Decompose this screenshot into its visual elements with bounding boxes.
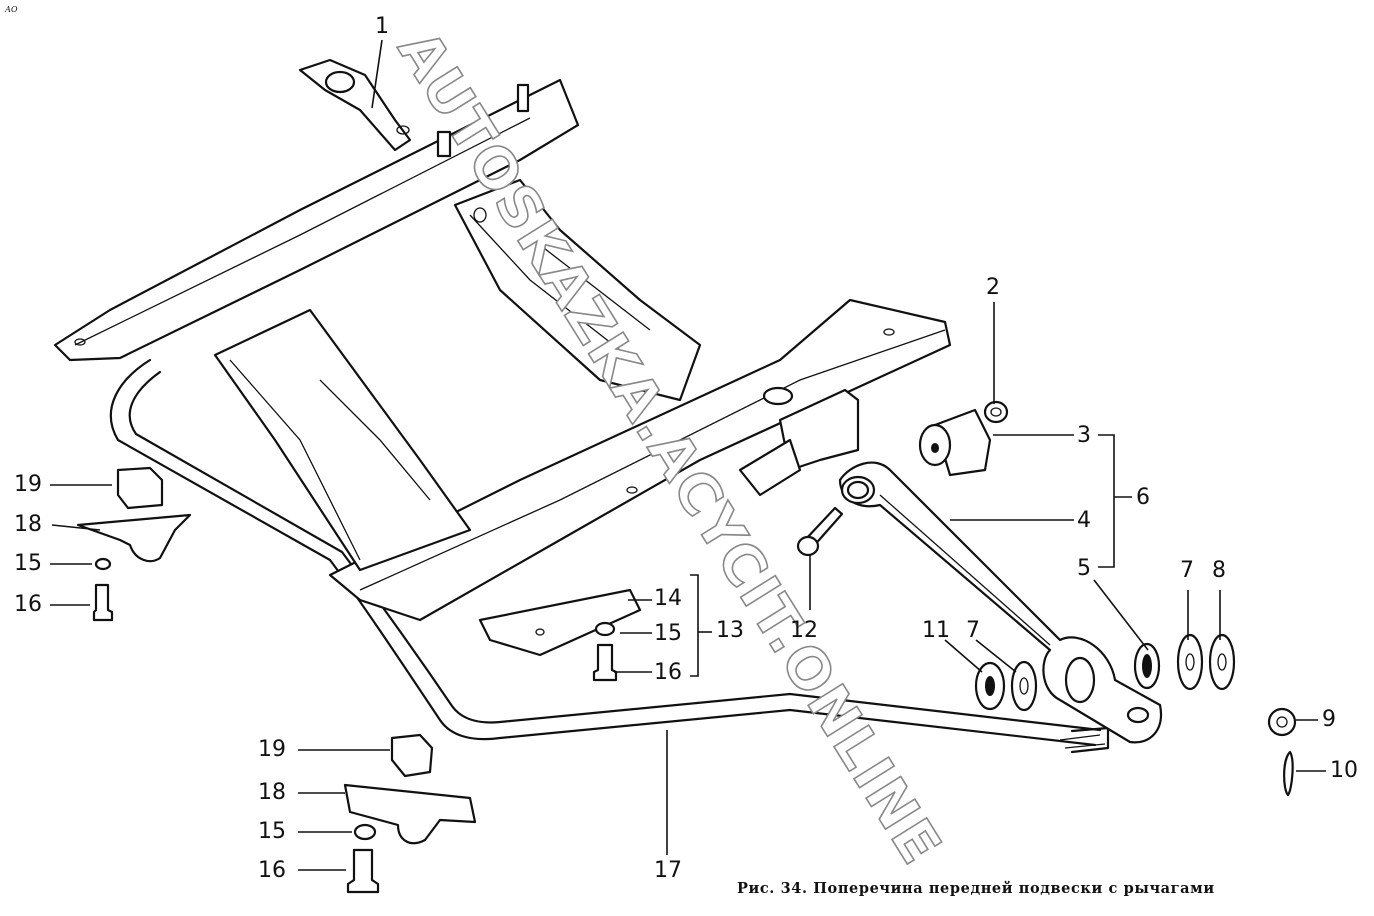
bushing-3	[918, 408, 992, 477]
callout-8: 8	[1212, 558, 1226, 583]
callout-16-mount: 16	[654, 660, 682, 685]
callout-13: 13	[716, 618, 744, 643]
stabilizer-bar	[109, 358, 1110, 754]
callout-3: 3	[1077, 423, 1091, 448]
mount-hardware-13	[592, 621, 618, 682]
callout-18-lower: 18	[258, 780, 286, 805]
bushing-11	[974, 661, 1006, 711]
washer-7-right	[1176, 633, 1204, 691]
crossmember	[53, 58, 952, 657]
callout-7-left: 7	[966, 618, 980, 643]
callout-9: 9	[1322, 707, 1336, 732]
callout-1: 1	[375, 14, 389, 39]
corner-mark: АО	[5, 5, 18, 14]
callout-4: 4	[1077, 508, 1091, 533]
clamp-set-lower	[343, 733, 477, 894]
callout-19-upper: 19	[14, 472, 42, 497]
callout-16-lower: 16	[258, 858, 286, 883]
callout-7-right: 7	[1180, 558, 1194, 583]
callout-17: 17	[654, 858, 682, 883]
cotter-pin-10	[1283, 750, 1294, 797]
leader-lines	[50, 39, 1326, 871]
nut-2	[983, 400, 1009, 424]
callout-2: 2	[986, 275, 1000, 300]
callout-18-upper: 18	[14, 512, 42, 537]
washer-8	[1208, 633, 1236, 691]
callout-14: 14	[654, 586, 682, 611]
callout-11: 11	[922, 618, 950, 643]
callout-15-upper: 15	[14, 551, 42, 576]
lower-arm	[838, 461, 1163, 744]
callout-5: 5	[1077, 556, 1091, 581]
callout-16-upper: 16	[14, 592, 42, 617]
callout-6: 6	[1136, 485, 1150, 510]
callout-15-mount: 15	[654, 621, 682, 646]
bushing-5	[1133, 642, 1161, 690]
callout-19-lower: 19	[258, 737, 286, 762]
figure-caption: Рис. 34. Поперечина передней подвески с …	[737, 880, 1215, 897]
castle-nut-9	[1267, 707, 1297, 737]
callout-10: 10	[1330, 758, 1358, 783]
bolt-12	[796, 506, 844, 557]
callout-12: 12	[790, 618, 818, 643]
clamp-set-upper	[76, 466, 192, 622]
callout-15-lower: 15	[258, 819, 286, 844]
washer-7-left	[1010, 660, 1038, 712]
